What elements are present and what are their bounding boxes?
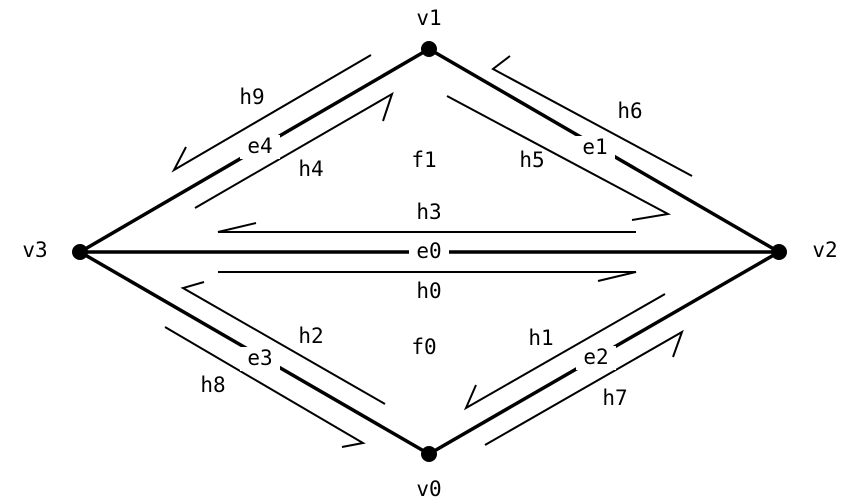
- edge-e0-label: e0: [416, 239, 441, 263]
- half-edge-h9-label: h9: [239, 85, 264, 109]
- vertex-v3: [72, 244, 88, 260]
- half-edge-h9-arrow: [171, 54, 372, 173]
- edge-e2-label: e2: [583, 345, 608, 369]
- half-edge-h4-label: h4: [298, 157, 323, 181]
- half-edge-h6-arrow: [491, 55, 693, 177]
- vertex-v0: [421, 446, 437, 462]
- edge-e2-label-bg: [576, 346, 616, 370]
- edge-e3-label: e3: [247, 346, 272, 370]
- edge-e0-label-bg: [409, 240, 449, 264]
- half-edge-h2-label: h2: [298, 324, 323, 348]
- half-edge-h0-label: h0: [416, 279, 441, 303]
- half-edge-h0-arrow: [218, 271, 637, 282]
- vertex-v2-label: v2: [812, 238, 837, 262]
- edge-e4-label-bg: [240, 135, 280, 159]
- face-f0-label: f0: [411, 335, 436, 359]
- vertex-v3-label: v3: [22, 238, 47, 262]
- edge-e1-label: e1: [582, 135, 607, 159]
- half-edge-h3-arrow: [217, 222, 636, 233]
- edge-e1-label-bg: [575, 136, 615, 160]
- vertex-v1-label: v1: [416, 6, 441, 30]
- half-edge-h4-arrow: [194, 91, 394, 209]
- half-edge-h1-arrow: [463, 293, 666, 411]
- labels: v0 v1 v2 v3 e0 e1 e2 e3 e4 h0 h1 h2 h3 h…: [22, 6, 837, 501]
- half-edge-h7-arrow: [484, 329, 684, 446]
- edge-label-backgrounds: [240, 135, 616, 371]
- half-edge-h1-label: h1: [528, 326, 553, 350]
- half-edge-h7-label: h7: [602, 386, 627, 410]
- edge-e3-label-bg: [240, 347, 280, 371]
- edge-e4-label: e4: [247, 134, 272, 158]
- vertices: [72, 41, 787, 462]
- face-f1-label: f1: [411, 148, 436, 172]
- half-edge-h5-label: h5: [519, 148, 544, 172]
- half-edge-h6-label: h6: [617, 99, 642, 123]
- vertex-v1: [421, 41, 437, 57]
- half-edge-h5-arrow: [446, 95, 672, 221]
- half-edge-h3-label: h3: [416, 200, 441, 224]
- half-edge-h8-label: h8: [200, 373, 225, 397]
- half-edges: [164, 54, 693, 448]
- vertex-v2: [771, 244, 787, 260]
- half-edge-h2-arrow: [180, 281, 386, 405]
- half-edge-h8-arrow: [164, 326, 366, 448]
- vertex-v0-label: v0: [416, 477, 441, 501]
